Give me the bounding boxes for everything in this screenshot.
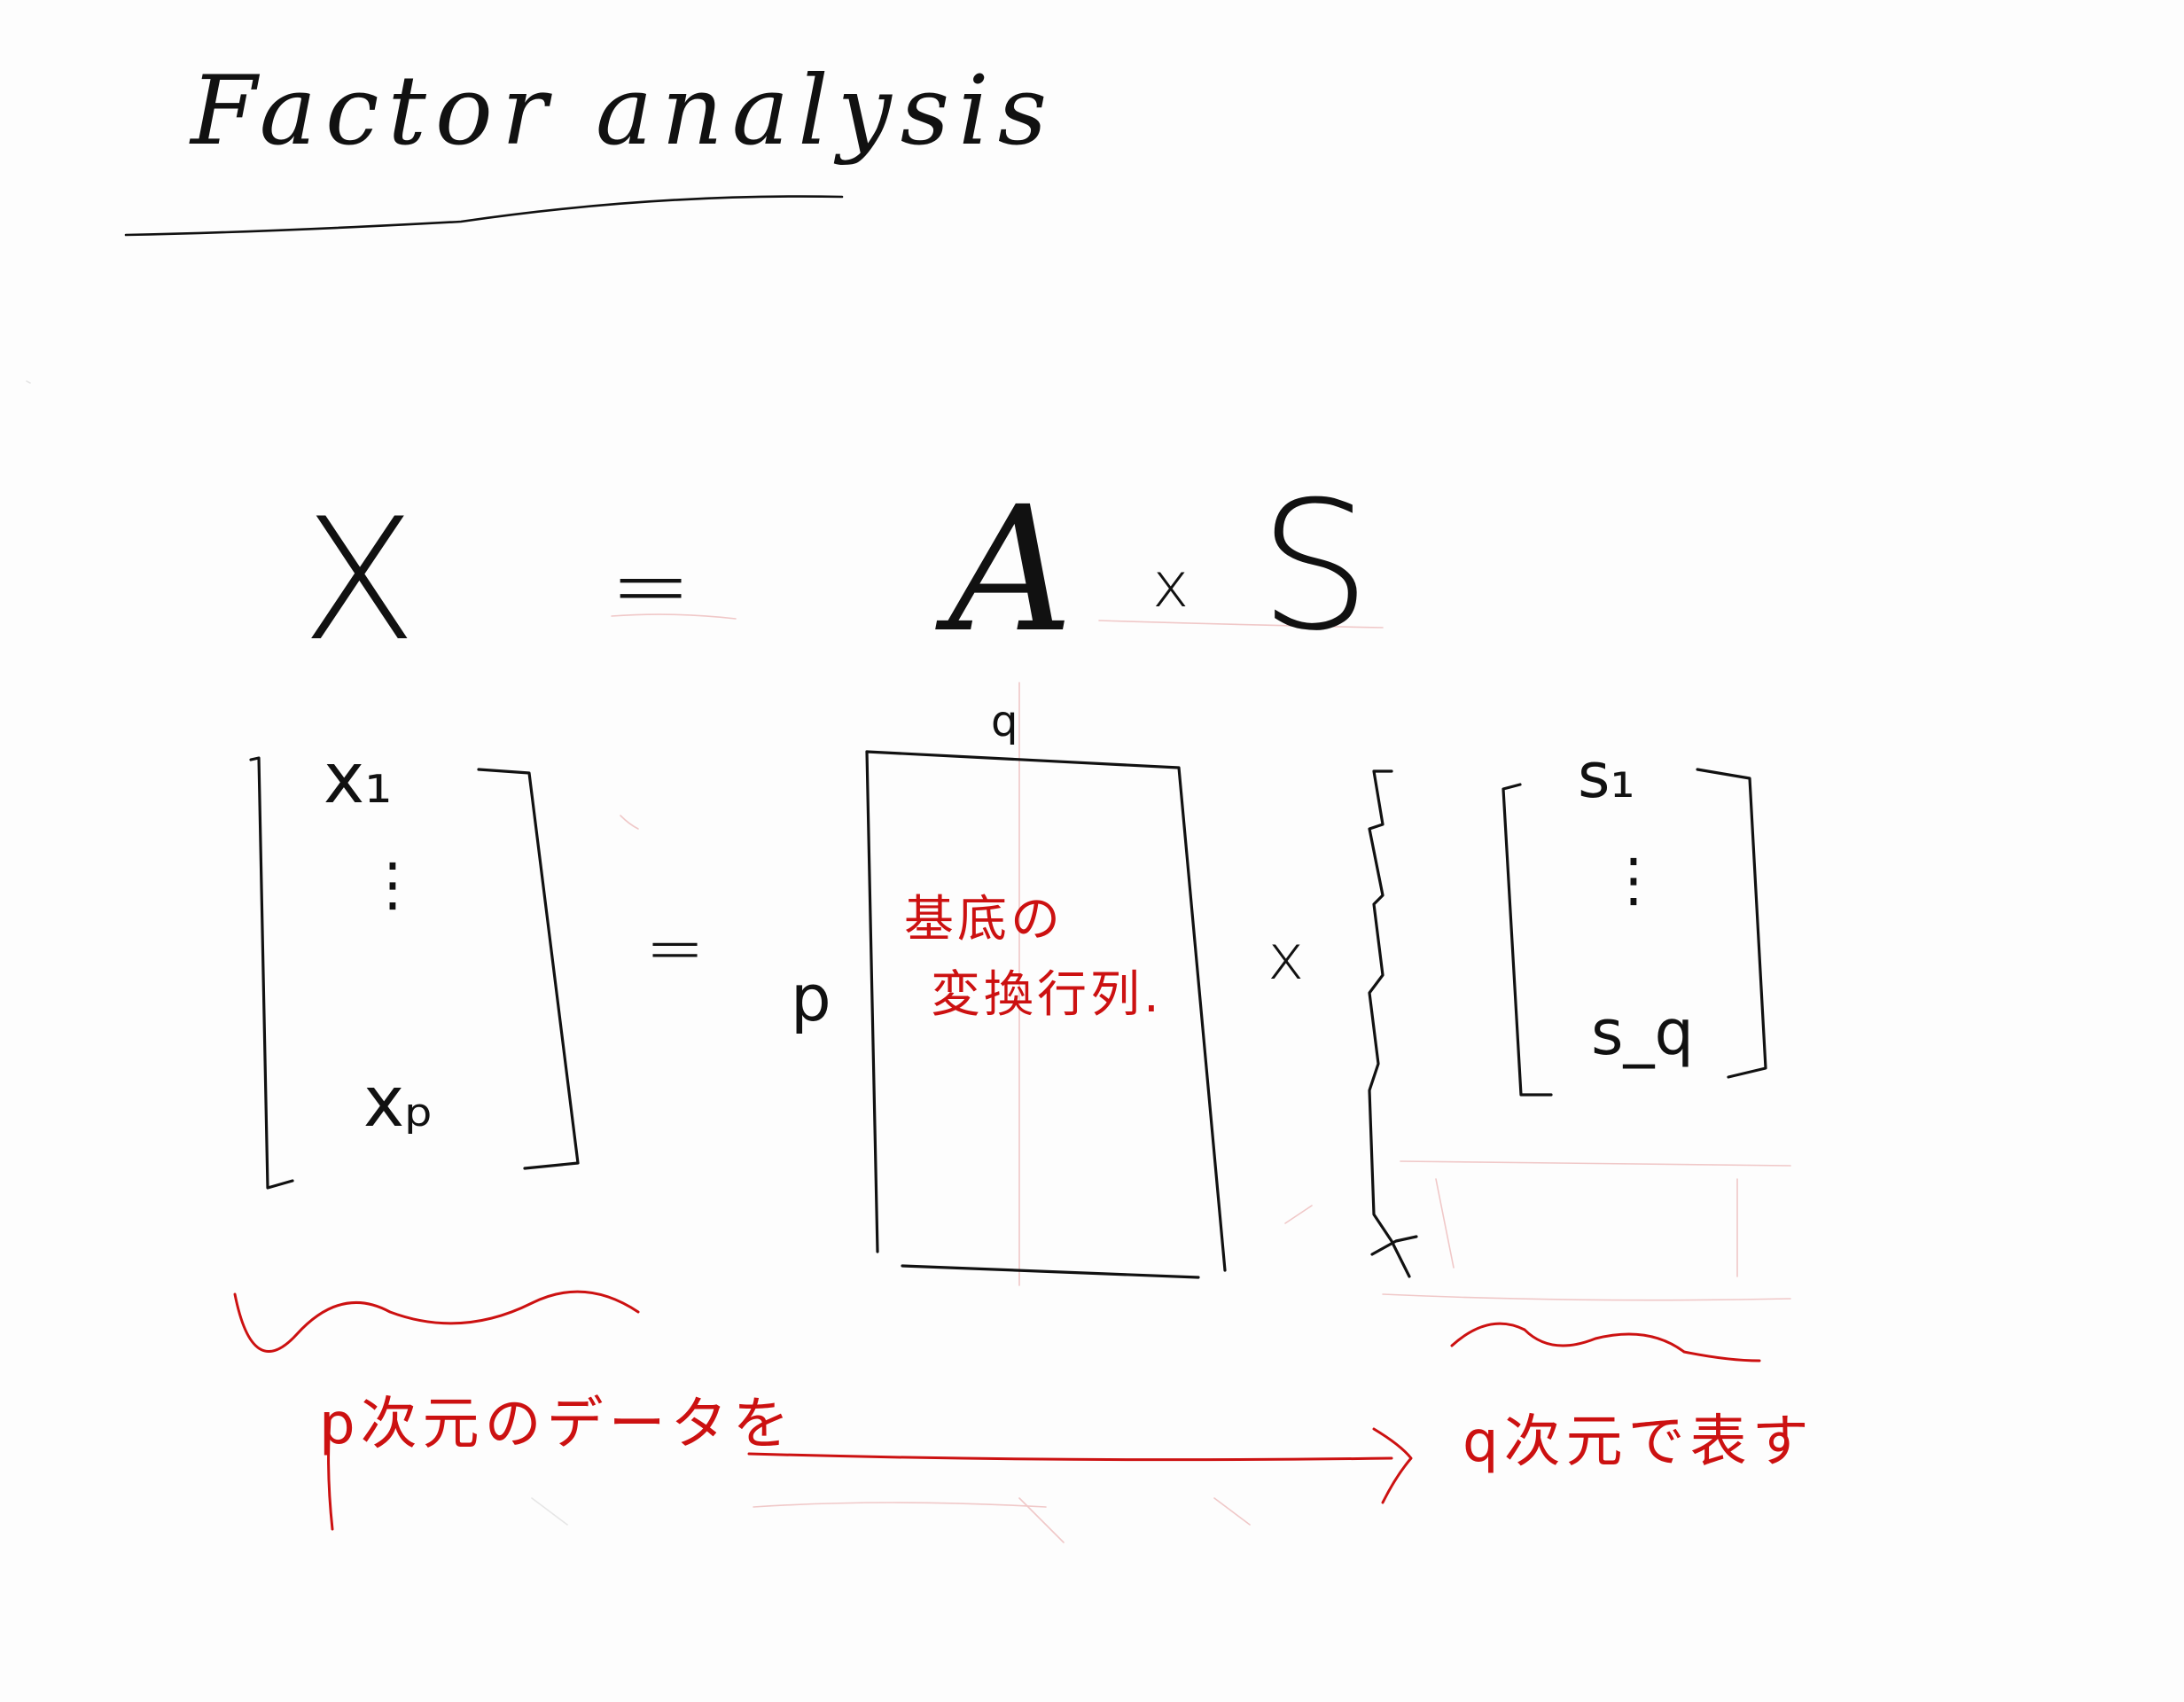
vector-x-last: xₚ [363,1063,434,1143]
background-bleed [26,380,1791,1543]
vector-s-dots: ⋮ [1604,846,1663,914]
annotation-to-dim: q次元で表す [1462,1409,1814,1475]
mapping-arrow [747,1452,1393,1462]
vector-x-brackets [249,756,580,1190]
annotation-from-dim: p次元のデータを [319,1392,795,1457]
mapping-arrowhead [1372,1427,1413,1504]
equation-factor-s: S [1259,464,1371,670]
title-underline [124,195,844,237]
scratch-mark [1368,769,1418,1278]
matrix-rows-label: p [791,961,831,1035]
equation-lhs-x: X [301,482,417,678]
matrix-cols-label: q [991,697,1018,746]
vector-s-brackets [1502,768,1767,1097]
page-title: Factor analysis [191,56,1057,167]
matrix-inner-label-line1: 基底の [904,891,1064,949]
matrix-times: x [1268,921,1305,994]
vector-s-last: s_q [1591,996,1694,1069]
vector-x-dots: ⋮ [363,850,422,918]
equation-times: x [1152,549,1190,621]
matrix-inner-label-line2: 変換行列. [931,966,1163,1024]
vector-s-first: s₁ [1578,739,1635,812]
matrix-a-box [865,750,1227,1279]
equation-factor-a: A [948,469,1073,670]
red-annotations [233,1290,1761,1531]
vector-x-first: x₁ [324,739,393,819]
matrix-equals: = [645,907,706,989]
equation-equals: = [610,528,692,642]
